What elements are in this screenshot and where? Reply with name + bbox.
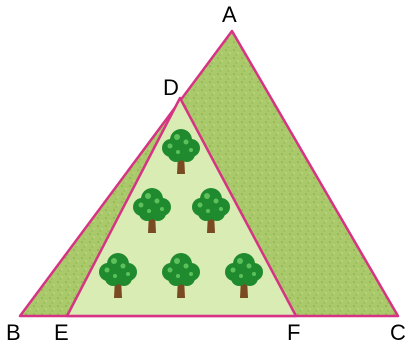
vertex-label-c: C [390,320,406,345]
vertex-label-d: D [163,75,179,100]
vertex-label-a: A [222,2,237,27]
vertex-label-f: F [287,320,300,345]
vertex-label-e: E [54,320,69,345]
vertex-label-b: B [6,320,21,345]
